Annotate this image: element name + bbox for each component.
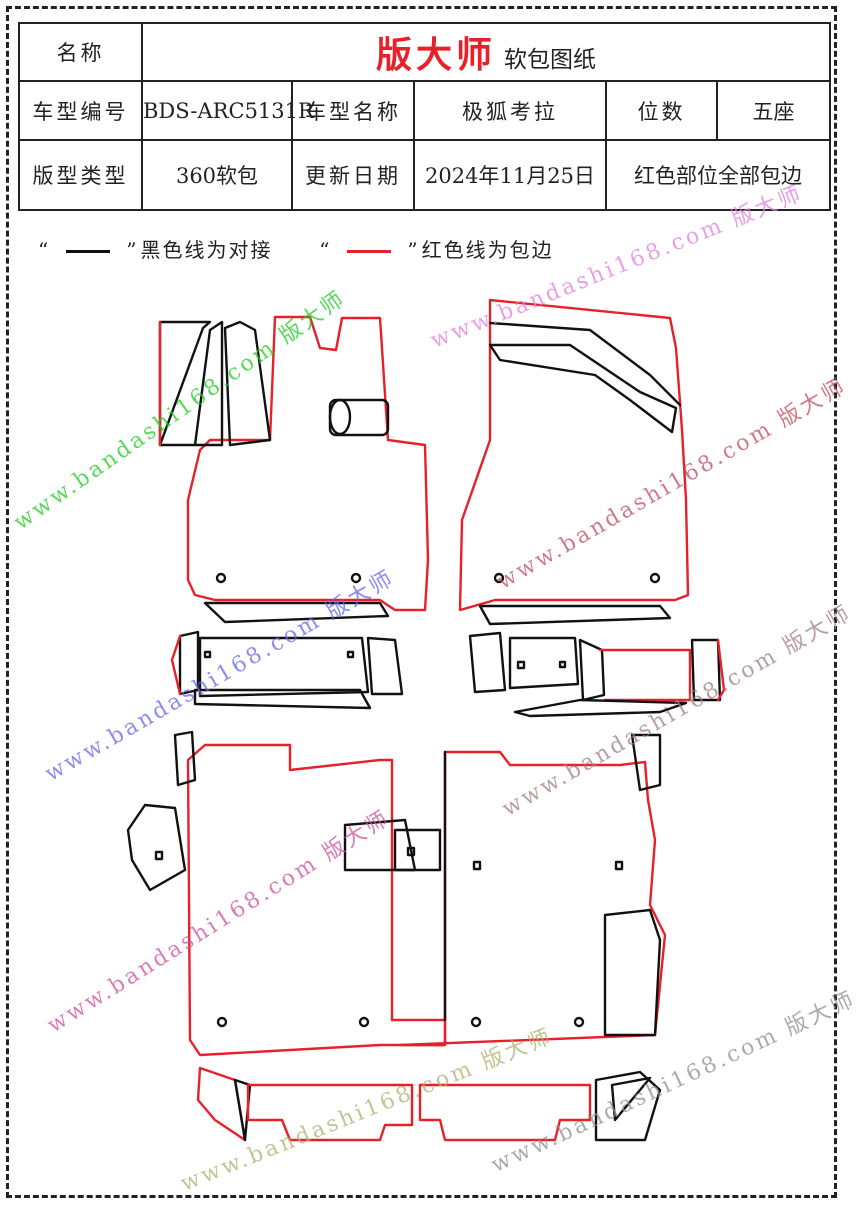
red-line-text: 红色线为包边: [421, 238, 554, 262]
legend-close-quote: ”: [126, 238, 139, 262]
layout-type-value: 360软包: [141, 139, 293, 211]
title-cell: 版大师软包图纸: [140, 22, 832, 82]
spec-row-type: 版型类型 360软包 更新日期 2024年11月25日 红色部位全部包边: [18, 139, 832, 211]
layout-type-label: 版型类型: [18, 139, 143, 211]
model-code-label: 车型编号: [18, 80, 143, 141]
spec-table: 名称 版大师软包图纸 车型编号 BDS-ARC5131R 车型名称 极狐考拉 位…: [18, 22, 832, 211]
red-line-swatch: [347, 250, 392, 253]
rear-sill-pieces: [196, 1066, 662, 1142]
seats-label: 位数: [605, 80, 718, 141]
edge-note: 红色部位全部包边: [604, 139, 832, 211]
front-sill-strips: [170, 601, 726, 718]
update-date-value: 2024年11月25日: [413, 139, 607, 211]
spec-row-model: 车型编号 BDS-ARC5131R 车型名称 极狐考拉 位数 五座: [18, 80, 832, 141]
model-name-label: 车型名称: [291, 80, 415, 141]
brand-title: 版大师: [376, 34, 497, 76]
black-line-text: 黑色线为对接: [140, 238, 273, 262]
legend-open-quote: “: [38, 238, 51, 262]
driver-mat-piece: [158, 315, 430, 612]
seats-value: 五座: [715, 80, 832, 141]
doc-title: 软包图纸: [504, 47, 597, 73]
spec-row-title: 名称 版大师软包图纸: [18, 22, 832, 82]
black-line-swatch: [66, 250, 111, 253]
legend-close-quote-2: ”: [407, 238, 420, 262]
model-code-value: BDS-ARC5131R: [141, 80, 314, 141]
passenger-mat-piece: [458, 298, 690, 612]
name-label: 名称: [18, 22, 143, 82]
page-border: [6, 6, 837, 1198]
update-date-label: 更新日期: [291, 139, 415, 211]
rear-right-mat-piece: [398, 733, 667, 1047]
legend-open-quote-2: “: [319, 238, 332, 262]
model-name-value: 极狐考拉: [413, 80, 607, 141]
line-legend: “”黑色线为对接 “”红色线为包边: [36, 234, 554, 263]
